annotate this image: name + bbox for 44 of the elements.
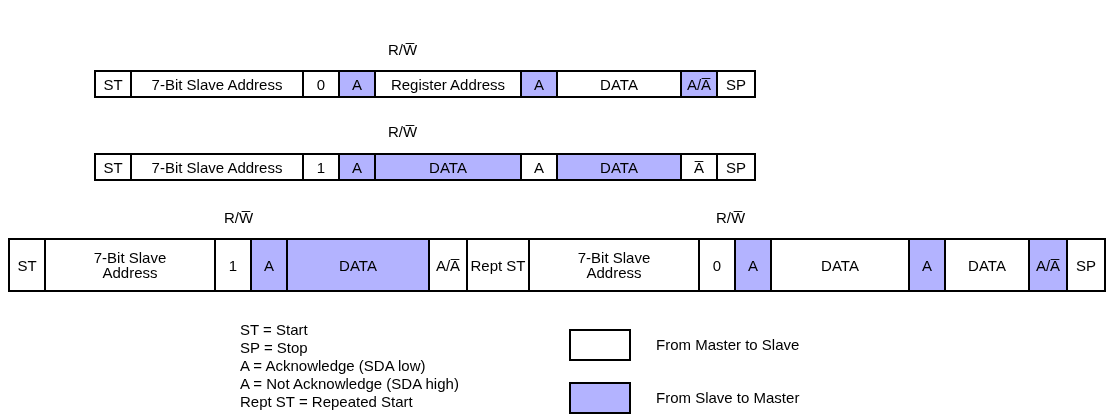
slave-to-master-field: A [520, 70, 558, 98]
master-to-slave-field: Register Address [374, 70, 522, 98]
slave-to-master-field: A [908, 238, 946, 292]
legend-note: Rept ST = Repeated Start [240, 394, 413, 410]
bit-label: R/W̅ [388, 124, 418, 140]
master-to-slave-field: 1 [302, 153, 340, 181]
master-to-slave-field: SP [716, 70, 756, 98]
legend-note: SP = Stop [240, 340, 308, 356]
slave-to-master-field: DATA [556, 153, 682, 181]
legend-label: From Slave to Master [656, 390, 800, 406]
master-to-slave-field: 7-Bit Slave Address [130, 153, 304, 181]
slave-to-master-field: A [250, 238, 288, 292]
legend-note: A = Not Acknowledge (SDA high) [240, 376, 459, 392]
master-to-slave-field: A̅ [680, 153, 718, 181]
master-to-slave-field: 1 [214, 238, 252, 292]
legend-note: A = Acknowledge (SDA low) [240, 358, 426, 374]
master-to-slave-field: DATA [770, 238, 910, 292]
slave-to-master-field: DATA [374, 153, 522, 181]
slave-to-master-field: DATA [286, 238, 430, 292]
master-to-slave-field: ST [94, 70, 132, 98]
master-to-slave-field: 7-Bit Slave Address [130, 70, 304, 98]
slave-to-master-field: A [338, 70, 376, 98]
master-to-slave-field: ST [8, 238, 46, 292]
slave-to-master-field: A [338, 153, 376, 181]
master-to-slave-field: DATA [556, 70, 682, 98]
master-to-slave-field: A [520, 153, 558, 181]
master-to-slave-field: 0 [698, 238, 736, 292]
bit-label: R/W̅ [224, 210, 254, 226]
master-to-slave-field: SP [1066, 238, 1106, 292]
slave-to-master-field: A/A̅ [680, 70, 718, 98]
legend-label: From Master to Slave [656, 337, 800, 353]
bit-label: R/W̅ [388, 42, 418, 58]
master-to-slave-field: Rept ST [466, 238, 530, 292]
slave-to-master-field: A/A̅ [1028, 238, 1068, 292]
master-to-slave-field: DATA [944, 238, 1030, 292]
legend-note: ST = Start [240, 322, 308, 338]
master-to-slave-field: 7-Bit Slave Address [44, 238, 216, 292]
bit-label: R/W̅ [716, 210, 746, 226]
slave-to-master-field: A [734, 238, 772, 292]
master-to-slave-field: 0 [302, 70, 340, 98]
master-to-slave-field: ST [94, 153, 132, 181]
master-to-slave-field: 7-Bit Slave Address [528, 238, 700, 292]
master-to-slave-field: A/A̅ [428, 238, 468, 292]
master-to-slave-field: SP [716, 153, 756, 181]
